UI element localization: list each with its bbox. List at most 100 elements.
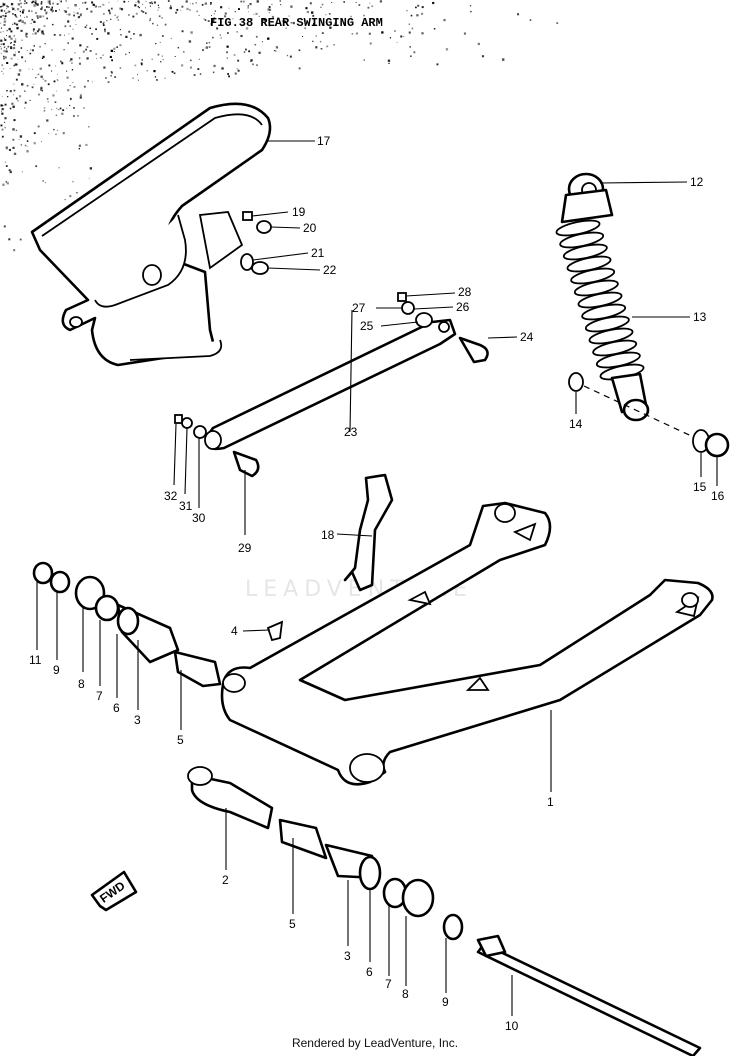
scan-speck <box>325 14 327 16</box>
scan-speck <box>55 133 57 136</box>
scan-speck <box>363 14 365 17</box>
scan-speck <box>40 57 42 59</box>
scan-speck <box>62 132 65 135</box>
scan-speck <box>228 75 230 78</box>
scan-speck <box>10 57 13 60</box>
callout-30: 30 <box>192 511 206 525</box>
scan-speck <box>201 4 204 6</box>
scan-speck <box>40 86 43 89</box>
scan-speck <box>226 45 229 48</box>
scan-speck <box>4 15 7 18</box>
scan-speck <box>58 167 60 169</box>
scan-speck <box>176 9 179 11</box>
scan-speck <box>37 17 39 19</box>
scan-speck <box>7 6 9 8</box>
scan-speck <box>141 63 143 66</box>
scan-speck <box>128 30 131 33</box>
scan-speck <box>74 52 76 54</box>
callout-24: 24 <box>520 330 534 344</box>
scan-speck <box>0 9 3 12</box>
scan-speck <box>236 68 238 70</box>
scan-speck <box>189 9 191 11</box>
scan-speck <box>12 46 16 50</box>
scan-speck <box>47 101 49 103</box>
scan-speck <box>19 95 22 98</box>
scan-speck <box>1 64 3 66</box>
scan-speck <box>63 49 65 51</box>
scan-speck <box>195 2 197 4</box>
scan-speck <box>83 85 86 88</box>
callout-9-upper: 9 <box>53 663 60 677</box>
scan-speck <box>149 5 151 7</box>
scan-speck <box>3 20 7 23</box>
scan-speck <box>78 148 80 150</box>
scan-speck <box>61 62 64 65</box>
scan-speck <box>42 78 44 80</box>
scan-speck <box>234 72 237 75</box>
scan-speck <box>86 7 89 10</box>
scan-speck <box>127 1 129 2</box>
scan-speck <box>210 3 212 5</box>
scan-speck <box>36 3 39 6</box>
scan-speck <box>119 44 122 47</box>
scan-speck <box>9 28 11 30</box>
scan-speck <box>267 8 270 11</box>
scan-speck <box>125 35 128 38</box>
scan-speck <box>408 31 411 34</box>
scan-speck <box>290 5 293 8</box>
scan-speck <box>26 150 29 153</box>
scan-speck <box>20 47 23 49</box>
scan-speck <box>421 6 424 9</box>
scan-speck <box>31 18 34 21</box>
scan-speck <box>90 10 93 13</box>
scan-speck <box>51 70 53 72</box>
scan-speck <box>477 42 480 46</box>
callout-10: 10 <box>505 1019 519 1033</box>
scan-speck <box>388 62 390 64</box>
scan-speck <box>37 125 40 128</box>
scan-speck <box>55 65 57 67</box>
scan-speck <box>224 15 227 18</box>
scan-speck <box>57 73 58 75</box>
scan-speck <box>15 129 18 132</box>
scan-speck <box>17 73 21 76</box>
scan-speck <box>50 8 53 11</box>
scan-speck <box>251 18 253 20</box>
scan-speck <box>321 48 323 50</box>
scan-speck <box>212 71 215 74</box>
scan-speck <box>108 10 111 13</box>
scan-speck <box>158 6 160 9</box>
scan-speck <box>39 15 42 18</box>
scan-speck <box>369 42 372 45</box>
scan-speck <box>84 1 87 4</box>
scan-speck <box>114 76 117 78</box>
scan-speck <box>79 14 82 17</box>
scan-speck <box>9 90 12 93</box>
scan-speck <box>0 124 3 127</box>
scan-speck <box>94 5 97 8</box>
scan-speck <box>7 96 9 98</box>
scan-speck <box>186 7 189 11</box>
scan-speck <box>326 45 329 48</box>
scan-speck <box>432 1 435 5</box>
scan-speck <box>329 26 332 29</box>
scan-speck <box>4 103 7 106</box>
scan-speck <box>30 23 32 24</box>
scan-speck <box>13 83 15 85</box>
scan-speck <box>10 47 13 50</box>
scan-speck <box>13 94 14 96</box>
scan-speck <box>149 2 152 4</box>
scan-speck <box>102 3 105 6</box>
scan-speck <box>9 169 12 171</box>
scan-speck <box>46 17 48 20</box>
scan-speck <box>72 82 74 83</box>
scan-speck <box>28 9 30 11</box>
scan-speck <box>275 46 279 49</box>
scan-speck <box>237 69 240 72</box>
scan-speck <box>210 2 212 4</box>
scan-speck <box>4 46 6 48</box>
scan-speck <box>18 69 22 72</box>
scan-speck <box>137 79 139 81</box>
scan-speck <box>54 101 57 103</box>
scan-speck <box>42 180 44 182</box>
